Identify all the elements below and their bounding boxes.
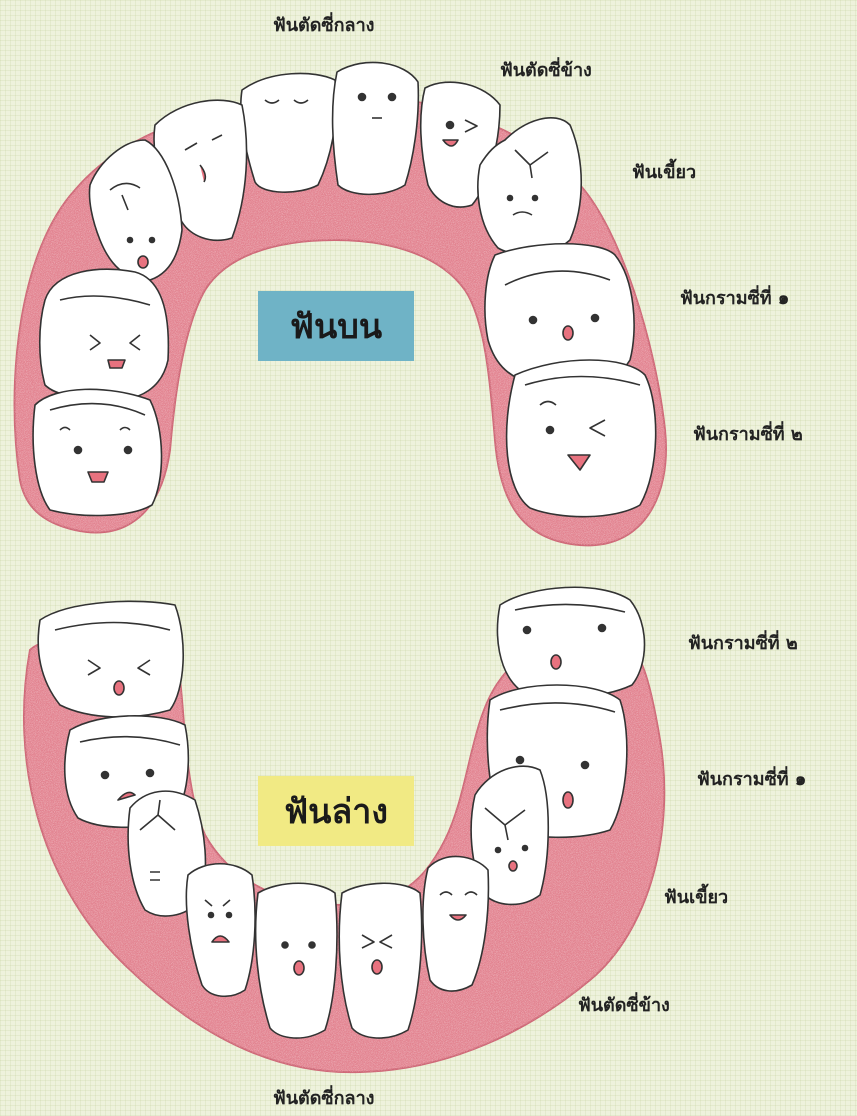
upper-canine-label: ฟันเขี้ยว	[632, 157, 696, 186]
lower-first-molar-label: ฟันกรามซี่ที่ ๑	[697, 764, 806, 793]
upper-first-molar-label: ฟันกรามซี่ที่ ๑	[680, 283, 789, 312]
upper-teeth	[33, 62, 656, 516]
lower-left-central-incisor	[339, 883, 421, 1038]
lower-right-central-incisor	[256, 883, 337, 1038]
upper-right-first-molar	[40, 269, 169, 400]
lower-canine-label: ฟันเขี้ยว	[664, 882, 728, 911]
upper-title: ฟันบน	[258, 291, 414, 361]
upper-left-second-molar	[507, 360, 656, 517]
upper-central-incisor-label: ฟันตัดซี่กลาง	[273, 10, 374, 39]
upper-right-second-molar	[33, 389, 161, 515]
lower-title: ฟันล่าง	[258, 776, 414, 846]
lower-central-incisor-label: ฟันตัดซี่กลาง	[273, 1083, 374, 1112]
lower-lateral-incisor-label: ฟันตัดซี่ข้าง	[578, 990, 670, 1019]
lower-left-second-molar	[497, 587, 644, 697]
upper-left-central-incisor	[333, 62, 419, 194]
upper-right-central-incisor	[241, 73, 336, 192]
lower-right-second-molar	[38, 601, 183, 717]
upper-second-molar-label: ฟันกรามซี่ที่ ๒	[693, 419, 803, 448]
upper-lateral-incisor-label: ฟันตัดซี่ข้าง	[500, 55, 592, 84]
lower-second-molar-label: ฟันกรามซี่ที่ ๒	[688, 628, 798, 657]
